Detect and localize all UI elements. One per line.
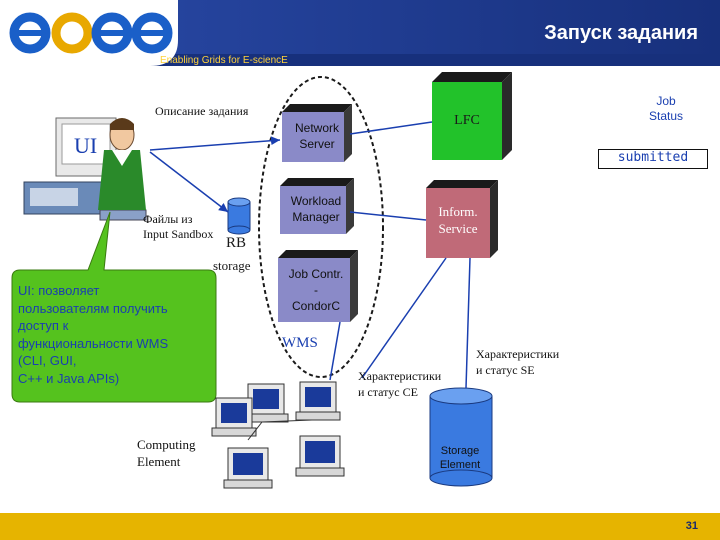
callout-line5: (CLI, GUI, — [18, 353, 77, 368]
wms-label: WMS — [282, 335, 318, 351]
workload-manager-label: Workload Manager — [280, 193, 352, 225]
job-status-box — [598, 149, 708, 169]
callout-line4: функциональности WMS — [18, 335, 169, 351]
ce-characteristics-line2: и статус CE — [358, 385, 418, 399]
job-status-line2: Status — [648, 109, 684, 123]
rb-storage-label: storage — [213, 258, 251, 273]
se-characteristics-label: Характеристики и статус SE — [476, 346, 559, 378]
job-controller-line2: - — [314, 283, 318, 297]
job-controller-box — [278, 250, 358, 322]
network-server-box — [282, 104, 352, 162]
job-status-line1: Job — [656, 94, 676, 108]
header-bar: Запуск задания Enabling Grids for E-scie… — [0, 0, 720, 66]
input-sandbox-label: Файлы из Input Sandbox — [143, 212, 213, 242]
lfc-label: LFC — [454, 113, 480, 128]
connector-lines — [149, 121, 471, 389]
header-subtitle: Enabling Grids for E-sciencE — [160, 55, 288, 66]
ce-characteristics-label: Характеристики и статус CE — [358, 368, 441, 400]
computing-element-line2: Element — [137, 454, 181, 469]
se-characteristics-line1: Характеристики — [476, 347, 560, 361]
ce-characteristics-line1: Характеристики — [358, 369, 442, 383]
inform-service-label: Inform. Service — [426, 203, 490, 237]
job-controller-label: Job Contr. - CondorC — [278, 266, 354, 314]
storage-element-label: Storage Element — [432, 444, 488, 472]
inform-service-box — [426, 180, 498, 258]
ui-label: UI — [74, 133, 98, 158]
network-server-label: Network Server — [282, 120, 352, 152]
lfc-box — [432, 72, 512, 160]
header-graphic — [0, 0, 720, 66]
storage-element-cylinder-icon — [429, 387, 493, 487]
storage-element-line1: Storage — [440, 445, 480, 457]
egee-logo — [9, 12, 173, 54]
page-number: 31 — [685, 520, 698, 532]
wms-boundary — [258, 76, 384, 378]
inform-service-line1: Inform. — [438, 204, 478, 219]
ui-callout-text: UI: позволяет пользователям получить дос… — [18, 282, 214, 387]
ui-callout-bubble — [11, 211, 217, 403]
computing-element-label: Computing Element — [137, 436, 196, 470]
job-status-heading: Job Status — [636, 94, 696, 124]
callout-line2: пользователям получить — [18, 300, 168, 316]
job-controller-line3: CondorC — [291, 299, 341, 313]
workload-manager-line1: Workload — [290, 194, 342, 208]
callout-line3: доступ к — [18, 318, 69, 333]
job-description-label: Описание задания — [155, 104, 249, 118]
storage-element-line2: Element — [439, 459, 481, 471]
callout-line1: UI: позволяет — [18, 283, 100, 298]
rb-storage-cylinder-icon — [227, 197, 251, 235]
computing-element-line1: Computing — [137, 437, 196, 452]
network-server-line2: Server — [299, 137, 335, 151]
computing-element-computers-icon — [211, 381, 345, 489]
network-server-line1: Network — [294, 121, 339, 135]
ui-workstation-icon — [23, 117, 147, 221]
footer-bar — [0, 513, 720, 540]
input-sandbox-line2: Input Sandbox — [143, 227, 214, 241]
rb-label: RB — [226, 235, 247, 251]
job-controller-line1: Job Contr. — [288, 267, 344, 281]
workload-manager-line2: Manager — [292, 210, 340, 224]
inform-service-line2: Service — [438, 221, 478, 236]
se-characteristics-line2: и статус SE — [476, 363, 535, 377]
workload-manager-box — [280, 178, 354, 234]
callout-line6: C++ и Java APIs) — [18, 370, 120, 386]
page-title: Запуск задания — [544, 22, 698, 44]
job-status-value: submitted — [617, 150, 689, 165]
input-sandbox-line1: Файлы из — [143, 212, 193, 226]
